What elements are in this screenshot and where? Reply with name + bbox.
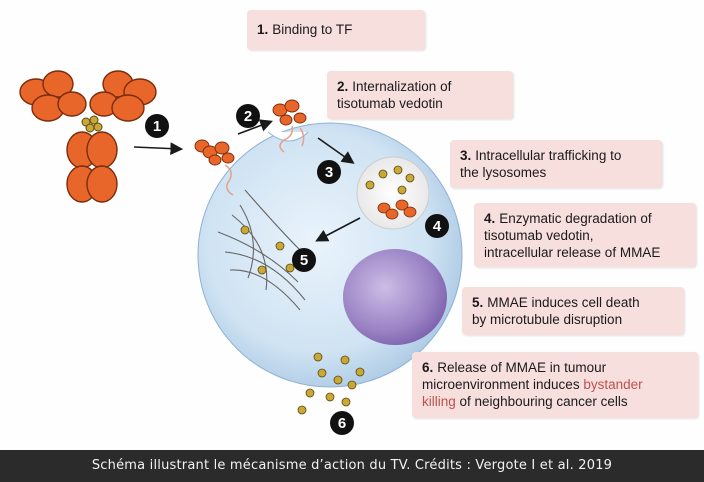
badge-6: 6 — [330, 411, 354, 435]
step-2-text-a: Internalization of — [352, 79, 452, 94]
mmae-in-cell — [240, 225, 295, 275]
step-3-text-a: Intracellular trafficking to — [475, 148, 622, 163]
step-2-num: 2. — [337, 79, 349, 94]
step-6-text-a: Release of MMAE in tumour — [437, 360, 607, 375]
adc-bound — [194, 139, 235, 196]
step-1-num: 1. — [257, 22, 269, 37]
step-4-label: 4.Enzymatic degradation of tisotumab ved… — [474, 203, 696, 267]
step-6-text-b: microenvironment induces — [422, 377, 580, 392]
mmae-released — [297, 352, 365, 415]
step-1-label: 1.Binding to TF — [247, 10, 425, 50]
badge-1-label: 1 — [153, 118, 161, 135]
step-6-num: 6. — [422, 360, 434, 375]
step-2-label: 2.Internalization of tisotumab vedotin — [327, 71, 513, 119]
arrows — [133, 119, 361, 242]
step-2-text-b: tisotumab vedotin — [337, 96, 443, 111]
badge-6-label: 6 — [338, 415, 346, 432]
step-6-highlight-b: killing — [422, 394, 456, 409]
step-3-label: 3.Intracellular trafficking to the lysos… — [450, 140, 662, 188]
badge-4-label: 4 — [433, 218, 442, 235]
step-1-text: Binding to TF — [272, 22, 353, 37]
badge-4: 4 — [425, 214, 449, 238]
nucleus — [343, 249, 447, 345]
step-3-num: 3. — [460, 148, 472, 163]
antibody-large — [19, 70, 157, 203]
adc-internalizing — [272, 99, 307, 153]
badge-1: 1 — [145, 114, 169, 138]
step-5-num: 5. — [472, 295, 484, 310]
step-4-text-b: tisotumab vedotin, — [484, 228, 594, 243]
lysosome-contents — [365, 165, 417, 220]
badge-5-label: 5 — [300, 252, 308, 269]
badge-5: 5 — [292, 248, 316, 272]
diagram-artwork: 1 2 3 4 5 6 — [19, 70, 463, 435]
badge-2: 2 — [236, 104, 260, 128]
step-4-text-c: intracellular release of MMAE — [484, 245, 661, 260]
step-5-label: 5.MMAE induces cell death by microtubule… — [462, 287, 684, 335]
step-6-label: 6.Release of MMAE in tumour microenviron… — [412, 352, 698, 418]
step-3-text-b: the lysosomes — [460, 165, 547, 180]
step-6-highlight-a: bystander — [583, 377, 643, 392]
badge-3-label: 3 — [325, 164, 333, 181]
step-4-text-a: Enzymatic degradation of — [499, 211, 652, 226]
step-6-text-c: of neighbouring cancer cells — [459, 394, 628, 409]
step-5-text-b: by microtubule disruption — [472, 312, 623, 327]
badge-3: 3 — [317, 160, 341, 184]
image-caption: Schéma illustrant le mécanisme d’action … — [0, 450, 704, 482]
step-5-text-a: MMAE induces cell death — [487, 295, 640, 310]
step-4-num: 4. — [484, 211, 496, 226]
microtubules — [217, 189, 306, 311]
badge-2-label: 2 — [244, 108, 252, 125]
